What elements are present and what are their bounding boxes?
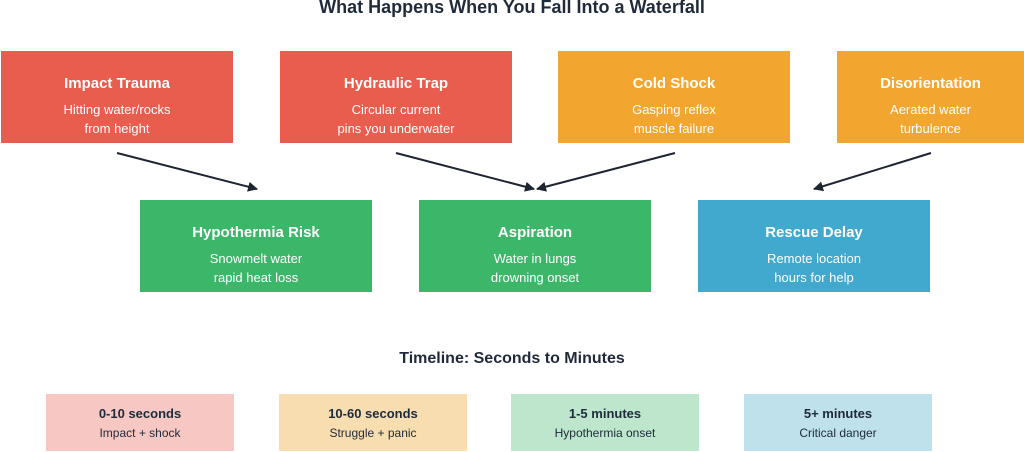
- box-line: rapid heat loss: [213, 270, 299, 285]
- box-line: Water in lungs: [493, 251, 577, 266]
- box-line: turbulence: [900, 121, 961, 136]
- cold-shock-box: Cold Shock Gasping reflex muscle failure: [558, 51, 790, 143]
- box-heading: Impact Trauma: [64, 75, 170, 92]
- box-line: Circular current: [351, 102, 441, 117]
- hypothermia-risk-box: Hypothermia Risk Snowmelt water rapid he…: [140, 200, 372, 292]
- timeline-title: Timeline: Seconds to Minutes: [399, 350, 625, 367]
- timeline-item-1-5-minutes: 1-5 minutes Hypothermia onset: [511, 394, 699, 451]
- box-line: Remote location: [767, 251, 861, 266]
- box-line: muscle failure: [633, 121, 715, 136]
- box-line: from height: [84, 121, 150, 136]
- box-line: Aerated water: [890, 102, 971, 117]
- box-line: Snowmelt water: [209, 251, 303, 266]
- arrow-disorientation-to-rescue: [813, 152, 932, 192]
- timeline-label: 5+ minutes: [803, 406, 873, 421]
- box-line: hours for help: [774, 270, 854, 285]
- arrow-hydraulic-to-aspiration: [395, 152, 535, 192]
- box-line: Gasping reflex: [632, 102, 716, 117]
- timeline-desc: Struggle + panic: [329, 426, 417, 440]
- timeline-label: 10-60 seconds: [328, 406, 418, 421]
- timeline-desc: Impact + shock: [99, 426, 181, 440]
- arrow-impact-to-hypothermia: [116, 152, 258, 192]
- diagram-title: What Happens When You Fall Into a Waterf…: [319, 0, 705, 17]
- aspiration-box: Aspiration Water in lungs drowning onset: [419, 200, 651, 292]
- box-line: drowning onset: [490, 270, 580, 285]
- rescue-delay-box: Rescue Delay Remote location hours for h…: [698, 200, 930, 292]
- timeline-desc: Hypothermia onset: [554, 426, 656, 440]
- hydraulic-trap-box: Hydraulic Trap Circular current pins you…: [280, 51, 512, 143]
- box-line: Hitting water/rocks: [63, 102, 171, 117]
- timeline-desc: Critical danger: [799, 426, 877, 440]
- timeline-label: 1-5 minutes: [568, 406, 642, 421]
- disorientation-box: Disorientation Aerated water turbulence: [837, 51, 1024, 143]
- box-heading: Disorientation: [880, 75, 981, 92]
- box-heading: Hydraulic Trap: [343, 75, 449, 92]
- timeline-item-5-plus-minutes: 5+ minutes Critical danger: [744, 394, 932, 451]
- arrow-cold-to-aspiration: [536, 152, 676, 192]
- box-heading: Cold Shock: [632, 75, 716, 92]
- box-line: pins you underwater: [337, 121, 455, 136]
- impact-trauma-box: Impact Trauma Hitting water/rocks from h…: [1, 51, 233, 143]
- box-heading: Aspiration: [497, 224, 573, 241]
- box-heading: Hypothermia Risk: [192, 224, 320, 241]
- box-heading: Rescue Delay: [765, 224, 863, 241]
- timeline-item-0-10-seconds: 0-10 seconds Impact + shock: [46, 394, 234, 451]
- timeline-label: 0-10 seconds: [98, 406, 182, 421]
- timeline-item-10-60-seconds: 10-60 seconds Struggle + panic: [279, 394, 467, 451]
